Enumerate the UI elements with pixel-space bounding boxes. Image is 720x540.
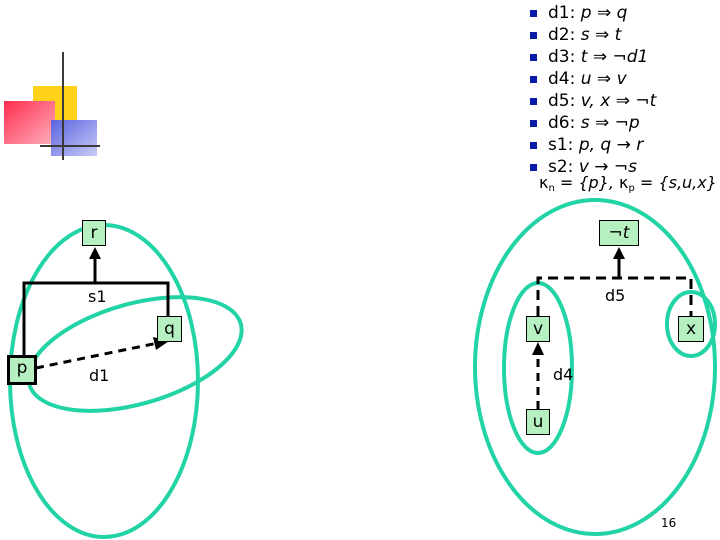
- node-not-t: ¬t: [599, 220, 639, 246]
- bullet-icon: [530, 120, 537, 127]
- rule-item: d2: s ⇒ t: [526, 24, 718, 46]
- ellipse-right-small: [665, 290, 717, 358]
- bullet-icon: [530, 32, 537, 39]
- rule-body: t ⇒ ¬d1: [580, 47, 649, 67]
- edge-label-d1: d1: [89, 366, 110, 385]
- kappa-p-set: = {s,u,x}: [634, 173, 717, 192]
- node-u: u: [526, 409, 550, 435]
- edge-label-d5: d5: [605, 286, 626, 305]
- rule-body: p ⇒ q: [580, 3, 628, 23]
- node-p: p: [7, 355, 37, 385]
- kappa-n-set: = {p},: [554, 173, 620, 192]
- rule-body: v → ¬s: [578, 157, 638, 177]
- ellipse-right-large: [473, 198, 717, 536]
- edge-d5: [536, 247, 693, 316]
- rule-id: d3:: [548, 47, 576, 67]
- kappa-n-symbol: κ: [539, 173, 549, 192]
- rule-item: s2: v → ¬s: [526, 156, 718, 178]
- rule-id: d1:: [548, 3, 576, 23]
- bullet-icon: [530, 10, 537, 17]
- edge-label-d4: d4: [553, 365, 574, 384]
- rule-body: u ⇒ v: [580, 69, 627, 89]
- rule-id: d6:: [548, 113, 576, 133]
- bullet-icon: [530, 142, 537, 149]
- bullet-icon: [530, 76, 537, 83]
- kappa-n-subscript: n: [548, 183, 555, 194]
- kappa-assignment: κn = {p}, κp = {s,u,x}: [539, 173, 717, 194]
- rule-body: s ⇒ ¬p: [580, 113, 640, 133]
- kappa-p-subscript: p: [628, 183, 635, 194]
- logo-blue-square: [51, 120, 97, 156]
- rule-item: s1: p, q → r: [526, 134, 718, 156]
- rule-body: v, x ⇒ ¬t: [580, 91, 657, 111]
- node-v: v: [526, 316, 550, 342]
- rule-id: s1:: [548, 135, 574, 155]
- edge-d4: [532, 342, 544, 409]
- rule-item: d4: u ⇒ v: [526, 68, 718, 90]
- rule-id: d5:: [548, 91, 576, 111]
- rule-item: d6: s ⇒ ¬p: [526, 112, 718, 134]
- edge-s1: [22, 247, 170, 355]
- rule-id: d2:: [548, 25, 576, 45]
- bullet-icon: [530, 164, 537, 171]
- rule-body: p, q → r: [578, 135, 644, 155]
- ellipse-left-tilted: [26, 295, 244, 413]
- rule-list: d1: p ⇒ q d2: s ⇒ t d3: t ⇒ ¬d1 d4: u ⇒ …: [526, 2, 718, 178]
- rule-item: d3: t ⇒ ¬d1: [526, 46, 718, 68]
- rule-item: d5: v, x ⇒ ¬t: [526, 90, 718, 112]
- rule-id: d4:: [548, 69, 576, 89]
- logo-red-square: [4, 101, 55, 144]
- node-r: r: [82, 220, 106, 246]
- node-x: x: [678, 316, 704, 342]
- rule-id: s2:: [548, 157, 574, 177]
- edge-d1: [35, 337, 169, 370]
- rule-item: d1: p ⇒ q: [526, 2, 718, 24]
- decorative-logo: [4, 52, 100, 160]
- rule-body: s ⇒ t: [580, 25, 622, 45]
- edge-label-s1: s1: [88, 287, 107, 306]
- bullet-icon: [530, 98, 537, 105]
- node-q: q: [157, 316, 182, 342]
- page-number: 16: [661, 516, 677, 530]
- kappa-p-symbol: κ: [619, 173, 629, 192]
- bullet-icon: [530, 54, 537, 61]
